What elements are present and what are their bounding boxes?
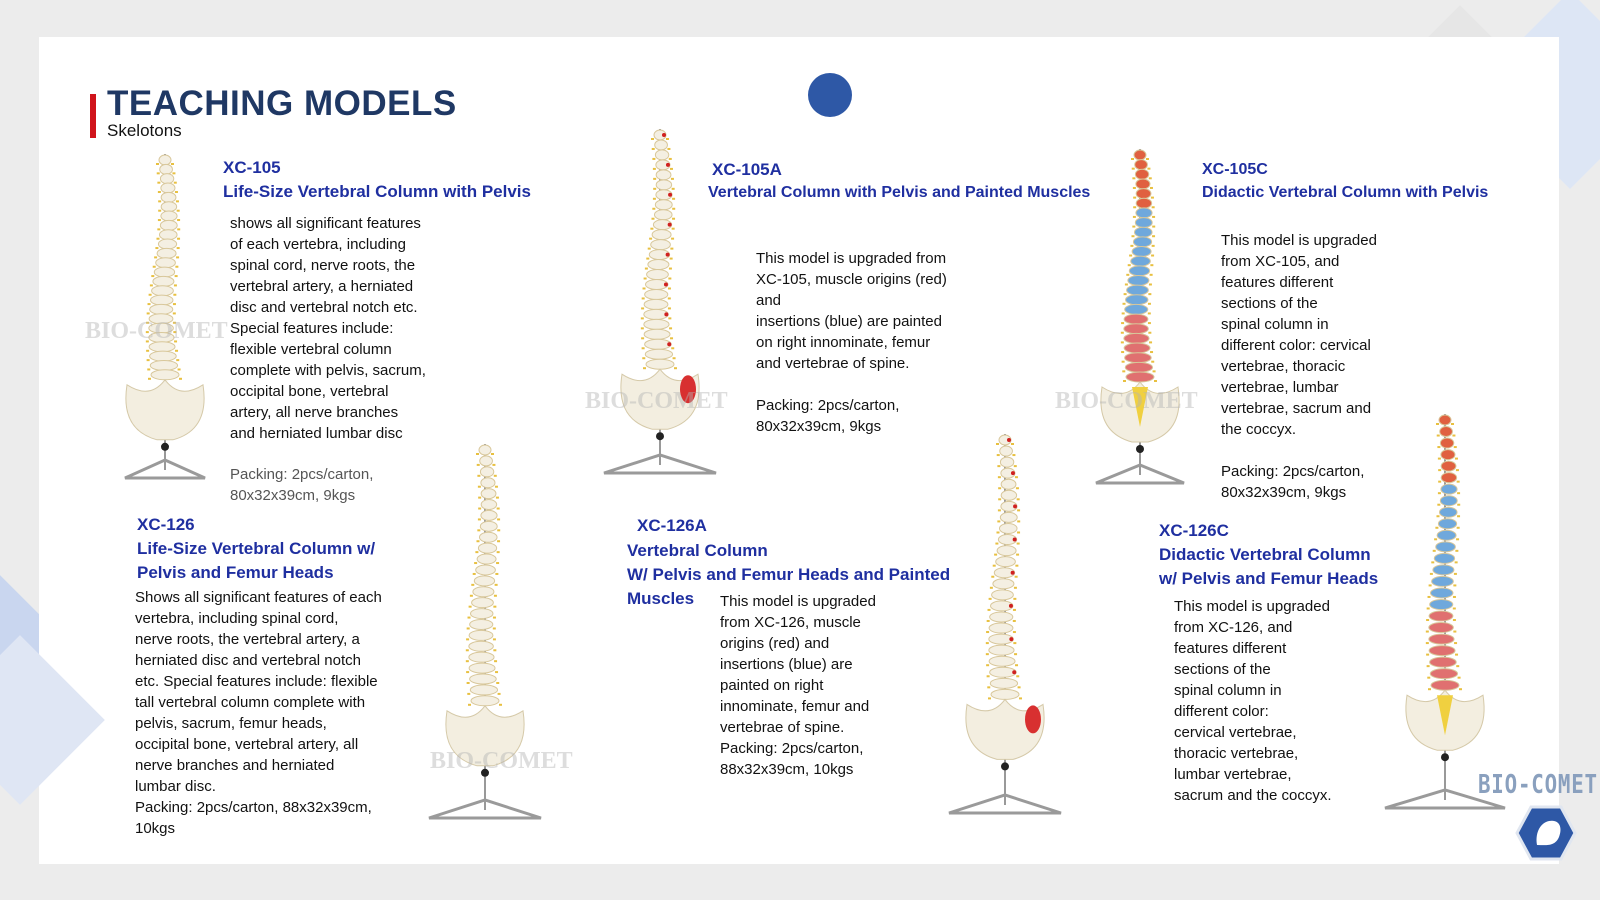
product-packing: Packing: 2pcs/carton, 80x32x39cm, 9kgs [230, 466, 374, 504]
product-code: XC-105C [1202, 161, 1268, 178]
product-code: XC-126 [137, 515, 195, 534]
spine-image-xc-105 [124, 154, 206, 480]
product-code: XC-126A [637, 516, 707, 535]
product-description: shows all significant features of each v… [230, 215, 426, 442]
product-title: W/ Pelvis and Femur Heads and Painted [627, 565, 951, 584]
watermark: BIO-COMET [430, 748, 573, 774]
product-description: This model is upgraded from XC-105, and … [1221, 232, 1377, 501]
spine-image-xc-105c [1095, 149, 1185, 485]
spine-image-xc-126a [948, 434, 1062, 815]
product-title: Life-Size Vertebral Column w/ [137, 539, 376, 558]
product-description: This model is upgraded from XC-126, musc… [720, 593, 876, 778]
slide-card [39, 37, 1559, 864]
product-title: Vertebral Column [627, 541, 768, 560]
page-title: TEACHING MODELS [107, 84, 457, 123]
product-title: Muscles [627, 589, 695, 608]
brand-logo-icon [1515, 805, 1577, 861]
product-description: Shows all significant features of each v… [135, 589, 382, 837]
spine-image-xc-105a [603, 129, 717, 475]
product-code: XC-105A [712, 160, 782, 179]
spine-image-xc-126c [1384, 414, 1506, 810]
product-title: Didactic Vertebral Column with Pelvis [1202, 184, 1489, 201]
product-code: XC-126C [1159, 521, 1229, 540]
watermark: BIO-COMET [1055, 388, 1198, 414]
product-description: This model is upgraded from XC-126, and … [1174, 598, 1332, 804]
spine-image-xc-126 [428, 444, 542, 820]
product-title: w/ Pelvis and Femur Heads [1159, 569, 1379, 588]
product-title: Pelvis and Femur Heads [137, 563, 334, 582]
product-title: Life-Size Vertebral Column with Pelvis [223, 182, 531, 201]
product-description: This model is upgraded from XC-105, musc… [756, 250, 947, 435]
product-code: XC-105 [223, 158, 281, 177]
brand-name: BIO-COMET [1478, 770, 1598, 800]
product-title: Didactic Vertebral Column [1159, 545, 1371, 564]
decorative-dot [808, 73, 852, 117]
product-title: Vertebral Column with Pelvis and Painted… [708, 184, 1091, 201]
title-accent-bar [90, 94, 96, 138]
watermark: BIO-COMET [585, 388, 728, 414]
watermark: BIO-COMET [85, 318, 228, 344]
page-subtitle: Skelotons [107, 121, 182, 140]
